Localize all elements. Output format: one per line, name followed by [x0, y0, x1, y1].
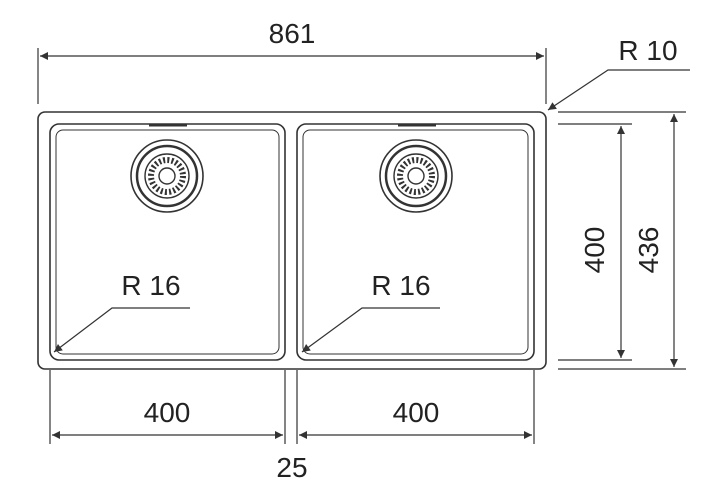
- overall-width-label: 861: [269, 18, 316, 49]
- right-bowl-radius-label: R 16: [371, 270, 430, 301]
- right-drain-icon: [379, 139, 453, 213]
- overall-height-label: 436: [633, 227, 664, 274]
- left-bowl-inner: [55, 129, 280, 355]
- left-drain-icon: [130, 139, 204, 213]
- sink-outer-outline: [37, 111, 547, 370]
- left-bowl-radius-label: R 16: [121, 270, 180, 301]
- right-radius-leader: [301, 307, 440, 353]
- left-bowl: [49, 123, 286, 361]
- right-bowl-inner: [302, 129, 529, 355]
- left-bowl-width-label: 400: [144, 397, 191, 428]
- left-radius-leader: [53, 307, 190, 353]
- dimension-lines: [37, 48, 690, 444]
- bowl-gap-label: 25: [276, 452, 307, 483]
- right-bowl-width-label: 400: [393, 397, 440, 428]
- sink-outline: [37, 111, 547, 370]
- right-bowl: [296, 123, 535, 361]
- outer-radius-label: R 10: [618, 35, 677, 66]
- bowl-height-label: 400: [579, 227, 610, 274]
- outer-radius-leader: [547, 69, 690, 111]
